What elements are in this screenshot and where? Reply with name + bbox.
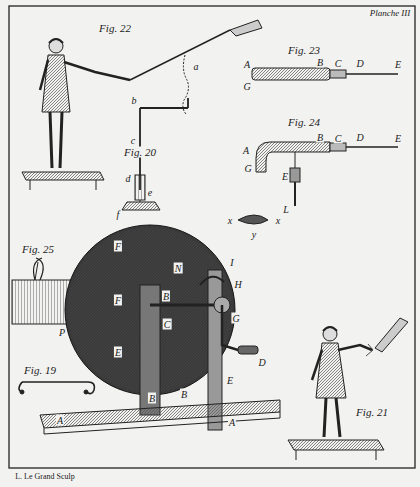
- figure-label: Fig. 23: [287, 45, 321, 56]
- part-letter: a: [193, 61, 200, 72]
- part-letter: G: [243, 163, 252, 174]
- plate-number: Planche III: [369, 8, 412, 19]
- part-letter: A: [243, 59, 251, 70]
- part-letter: E: [281, 171, 289, 182]
- figure-label: Fig. 22: [98, 23, 132, 34]
- part-letter: A: [228, 417, 236, 428]
- part-letter: N: [174, 263, 183, 274]
- part-letter: A: [56, 415, 64, 426]
- part-letter: E: [394, 133, 402, 144]
- part-letter: H: [233, 279, 242, 290]
- part-letter: D: [257, 357, 266, 368]
- part-letter: e: [147, 187, 153, 198]
- part-letter: b: [131, 95, 138, 106]
- part-letter: F: [114, 241, 122, 252]
- part-letter: E: [226, 375, 234, 386]
- part-letter: f: [116, 209, 121, 220]
- part-letter: y: [251, 229, 257, 240]
- part-letter: x: [227, 215, 233, 226]
- engraver-signature: L. Le Grand Sculp: [14, 471, 76, 482]
- part-letter: E: [114, 347, 122, 358]
- part-letter: B: [316, 132, 324, 143]
- part-letter: G: [242, 81, 251, 92]
- part-letter: D: [355, 58, 364, 69]
- part-letter: L: [282, 204, 290, 215]
- part-letter: A: [242, 145, 250, 156]
- part-letter: E: [394, 59, 402, 70]
- part-letter: B: [162, 291, 170, 302]
- part-letter: C: [334, 58, 343, 69]
- part-letter: C: [334, 133, 343, 144]
- part-letter: G: [231, 313, 240, 324]
- part-letter: c: [130, 135, 136, 146]
- part-letter: P: [58, 327, 66, 338]
- part-letter: d: [125, 173, 132, 184]
- part-letter: C: [163, 319, 172, 330]
- figure-label: Fig. 21: [355, 407, 389, 418]
- part-letter: B: [148, 393, 156, 404]
- figure-label: Fig. 19: [23, 365, 57, 376]
- part-letter: B: [316, 57, 324, 68]
- figure-label: Fig. 20: [123, 147, 157, 158]
- figure-label: Fig. 24: [287, 117, 321, 128]
- part-letter: F: [114, 295, 122, 306]
- part-letter: B: [180, 389, 188, 400]
- part-letter: I: [229, 257, 234, 268]
- figure-label: Fig. 25: [21, 244, 55, 255]
- part-letter: x: [275, 215, 281, 226]
- part-letter: D: [355, 132, 364, 143]
